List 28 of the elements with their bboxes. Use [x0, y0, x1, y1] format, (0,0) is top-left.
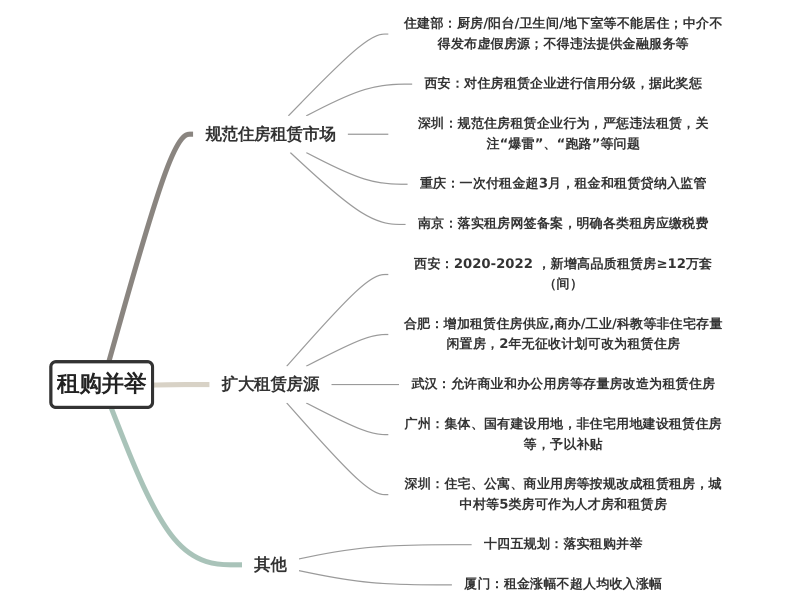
node-text: 重庆：一次付租金超3月，租金和租赁贷纳入监管 [420, 176, 707, 192]
node-text: 住建部：厨房/阳台/卫生间/地下室等不能居住；中介不得发布虚假房源；不得违法提供金融服务等 [404, 16, 723, 52]
connector [306, 334, 388, 367]
connector [108, 407, 242, 568]
node-text: 厦门：租金涨幅不超人均收入涨幅 [464, 576, 662, 592]
connector [290, 152, 406, 226]
node-text: 广州：集体、国有建设用地，非住宅用地建设租赁住房等，予以补贴 [404, 416, 722, 452]
node-text: 规范住房租赁市场 [205, 124, 336, 144]
connector [306, 152, 408, 185]
node-text: 其他 [254, 554, 287, 574]
connector [152, 382, 210, 388]
node-text: 南京：落实租房网签备案，明确各类租房应缴税费 [418, 216, 709, 232]
connector [298, 570, 452, 586]
node-text: 武汉：允许商业和办公用房等存量房改造为租赁住房 [411, 376, 716, 392]
connector [306, 84, 412, 116]
connector [288, 33, 388, 116]
connector [348, 134, 388, 135]
connector [306, 402, 388, 436]
node-text: 深圳：规范住房租赁企业行为，严惩违法租赁，关注“爆雷”、“跑路”等问题 [418, 116, 709, 152]
node-text: 十四五规划：落实租购并举 [484, 536, 643, 552]
node-text: 深圳：住宅、公寓、商业用房等按规改成租赁租房，城中村等5类房可作为人才房和租赁房 [404, 476, 722, 512]
node-text: 西安：2020-2022 ，新增高品质租赁房≥12万套（间） [414, 256, 712, 292]
connector [286, 274, 388, 367]
connector [298, 544, 472, 560]
node-text: 西安：对住房租赁企业进行信用分级，据此奖惩 [424, 76, 702, 92]
connector [286, 402, 388, 496]
node-text: 合肥：增加租赁住房供应,商办/工业/科教等非住宅存量闲置房，2年无征收计划可改为租赁住房 [404, 316, 723, 352]
connector [331, 384, 400, 386]
